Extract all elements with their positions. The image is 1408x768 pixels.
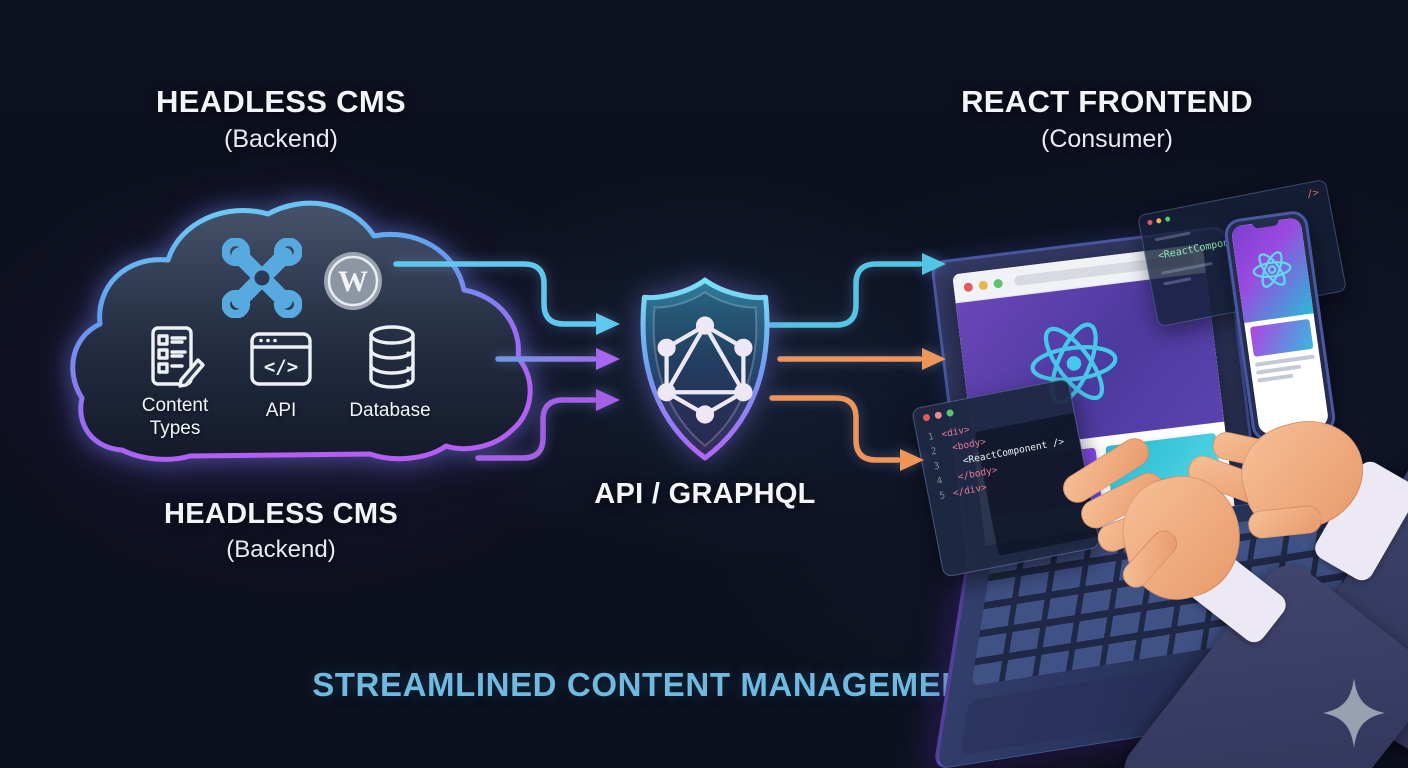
api-icon: </> [250, 332, 312, 386]
phone-screen [1230, 217, 1330, 435]
title-text: HEADLESS CMS [163, 498, 398, 530]
sparkle-icon [1323, 678, 1385, 748]
api-glyph: </> [264, 356, 298, 378]
api-graphql-label: API / GRAPHQL [594, 478, 816, 510]
database-icon [369, 325, 415, 389]
headless-cms-top-title: HEADLESS CMS (Backend) [100, 84, 462, 154]
api-label: API [265, 400, 297, 421]
arrow-cms-bottom [475, 397, 597, 461]
title-text: REACT FRONTEND [961, 84, 1253, 119]
wordpress-logo-icon: W [324, 252, 382, 310]
phone [1222, 209, 1338, 443]
subtitle-text: (Consumer) [1041, 125, 1173, 153]
shield-shape [640, 277, 770, 461]
graphql-nodes [657, 316, 753, 424]
arrow-gateway-top [767, 261, 923, 328]
subtitle-text: (Backend) [224, 125, 338, 153]
arrowhead-cms-top [596, 313, 620, 335]
arrowhead-gateway-bottom [900, 449, 924, 471]
cms-cloud [70, 200, 533, 462]
cloud-shape [70, 200, 533, 462]
headless-cms-bottom-title: HEADLESS CMS (Backend) [100, 498, 462, 564]
arrow-cms-top [393, 261, 597, 327]
content-types-icon [151, 326, 205, 388]
arrowhead-gateway-middle [922, 348, 946, 370]
react-frontend-title: REACT FRONTEND (Consumer) [918, 84, 1296, 154]
wordpress-letter: W [338, 265, 368, 298]
phone-hero [1230, 217, 1314, 323]
arrowhead-gateway-top [922, 253, 946, 275]
title-text: HEADLESS CMS [156, 84, 406, 119]
arrowhead-cms-bottom [596, 389, 620, 411]
subtitle-text: (Backend) [226, 536, 336, 563]
shield-inner-line [652, 290, 758, 448]
arrowhead-cms-middle [596, 348, 620, 370]
joomla-logo-icon [222, 238, 302, 318]
database-label: Database [349, 400, 431, 421]
arrow-gateway-bottom [769, 395, 901, 463]
react-logo-icon [1252, 251, 1292, 289]
content-types-label: Content Types [141, 395, 209, 439]
graphql-shield-icon [640, 277, 770, 461]
